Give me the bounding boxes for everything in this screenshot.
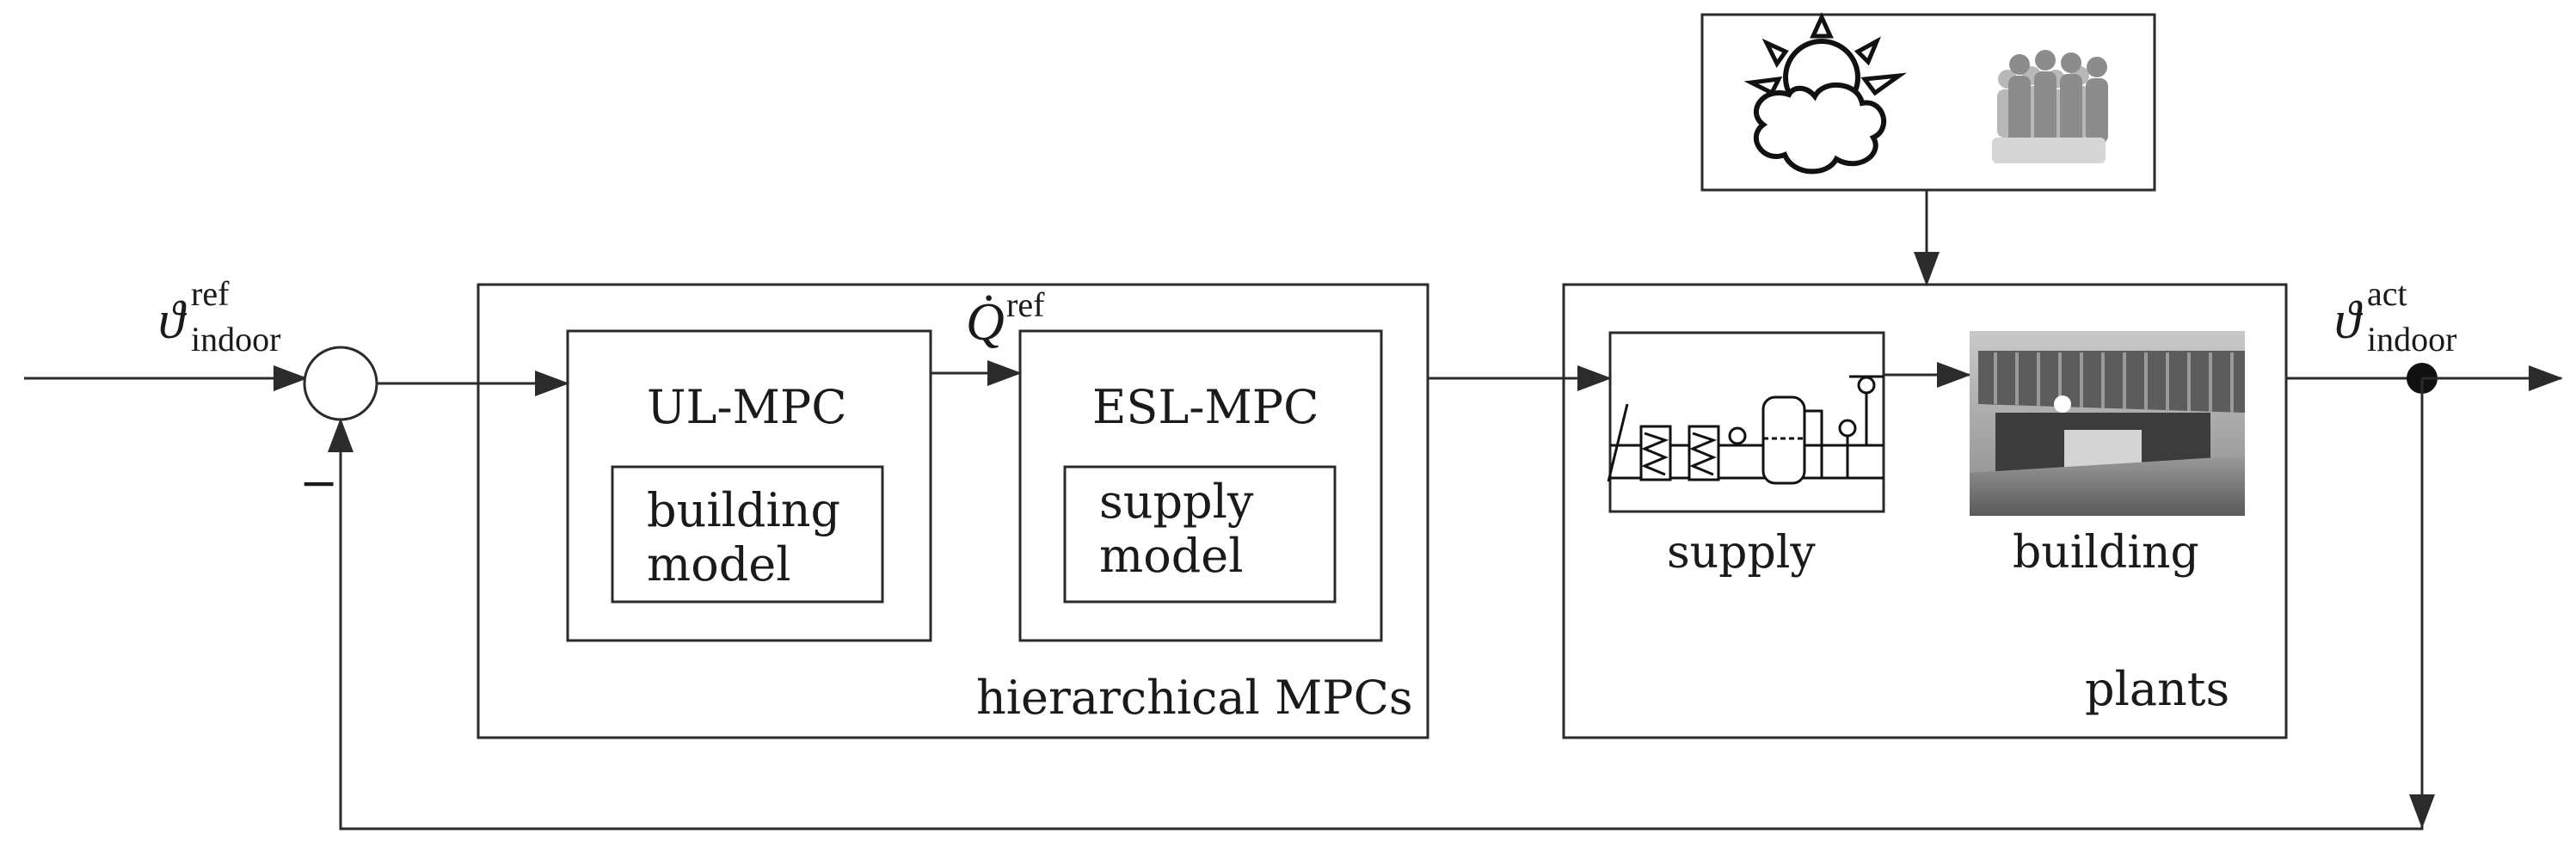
plants-label: plants	[2085, 662, 2229, 716]
supply-model-box	[1063, 465, 1337, 604]
supply-model-label: supply	[1099, 475, 1254, 529]
minus-sign: −	[299, 456, 338, 510]
hierarchical-mpcs-label: hierarchical MPCs	[976, 671, 1413, 725]
esl-mpc-label: ESL-MPC	[1092, 380, 1319, 434]
building-label: building	[2013, 527, 2199, 579]
feedback-path	[339, 420, 2424, 830]
people-icon	[1992, 50, 2108, 163]
svg-text:ϑ: ϑ	[2334, 291, 2364, 350]
supply-model-label-2: model	[1099, 529, 1244, 583]
svg-text:act: act	[2367, 274, 2407, 313]
ul-mpc-box	[566, 329, 932, 642]
building-photo	[1970, 331, 2245, 516]
building-model-box	[611, 465, 884, 604]
building-model-label-2: model	[647, 537, 791, 591]
svg-text:indoor: indoor	[191, 320, 280, 359]
sun-cloud-icon	[1743, 11, 1908, 175]
supply-box	[1608, 331, 1885, 513]
esl-mpc-box	[1018, 329, 1383, 642]
plants-box	[1562, 283, 2288, 739]
summing-junction	[303, 346, 378, 421]
svg-text:ref: ref	[191, 274, 230, 313]
svg-text:ref: ref	[1006, 285, 1045, 324]
reference-signal-label: ϑ ref indoor	[158, 274, 280, 359]
disturbances-box	[1700, 13, 2156, 192]
hierarchical-mpcs-box	[476, 283, 1429, 739]
q-ref-label: Q̇ ref	[966, 285, 1045, 352]
supply-label: supply	[1667, 527, 1816, 579]
actual-signal-label: ϑ act indoor	[2334, 274, 2456, 359]
supply-schematic-icon	[1607, 375, 1884, 485]
ul-mpc-label: UL-MPC	[647, 380, 847, 434]
svg-text:indoor: indoor	[2367, 320, 2456, 359]
svg-text:Q̇: Q̇	[966, 293, 1005, 352]
building-model-label: building	[647, 483, 840, 537]
svg-text:ϑ: ϑ	[158, 291, 188, 350]
